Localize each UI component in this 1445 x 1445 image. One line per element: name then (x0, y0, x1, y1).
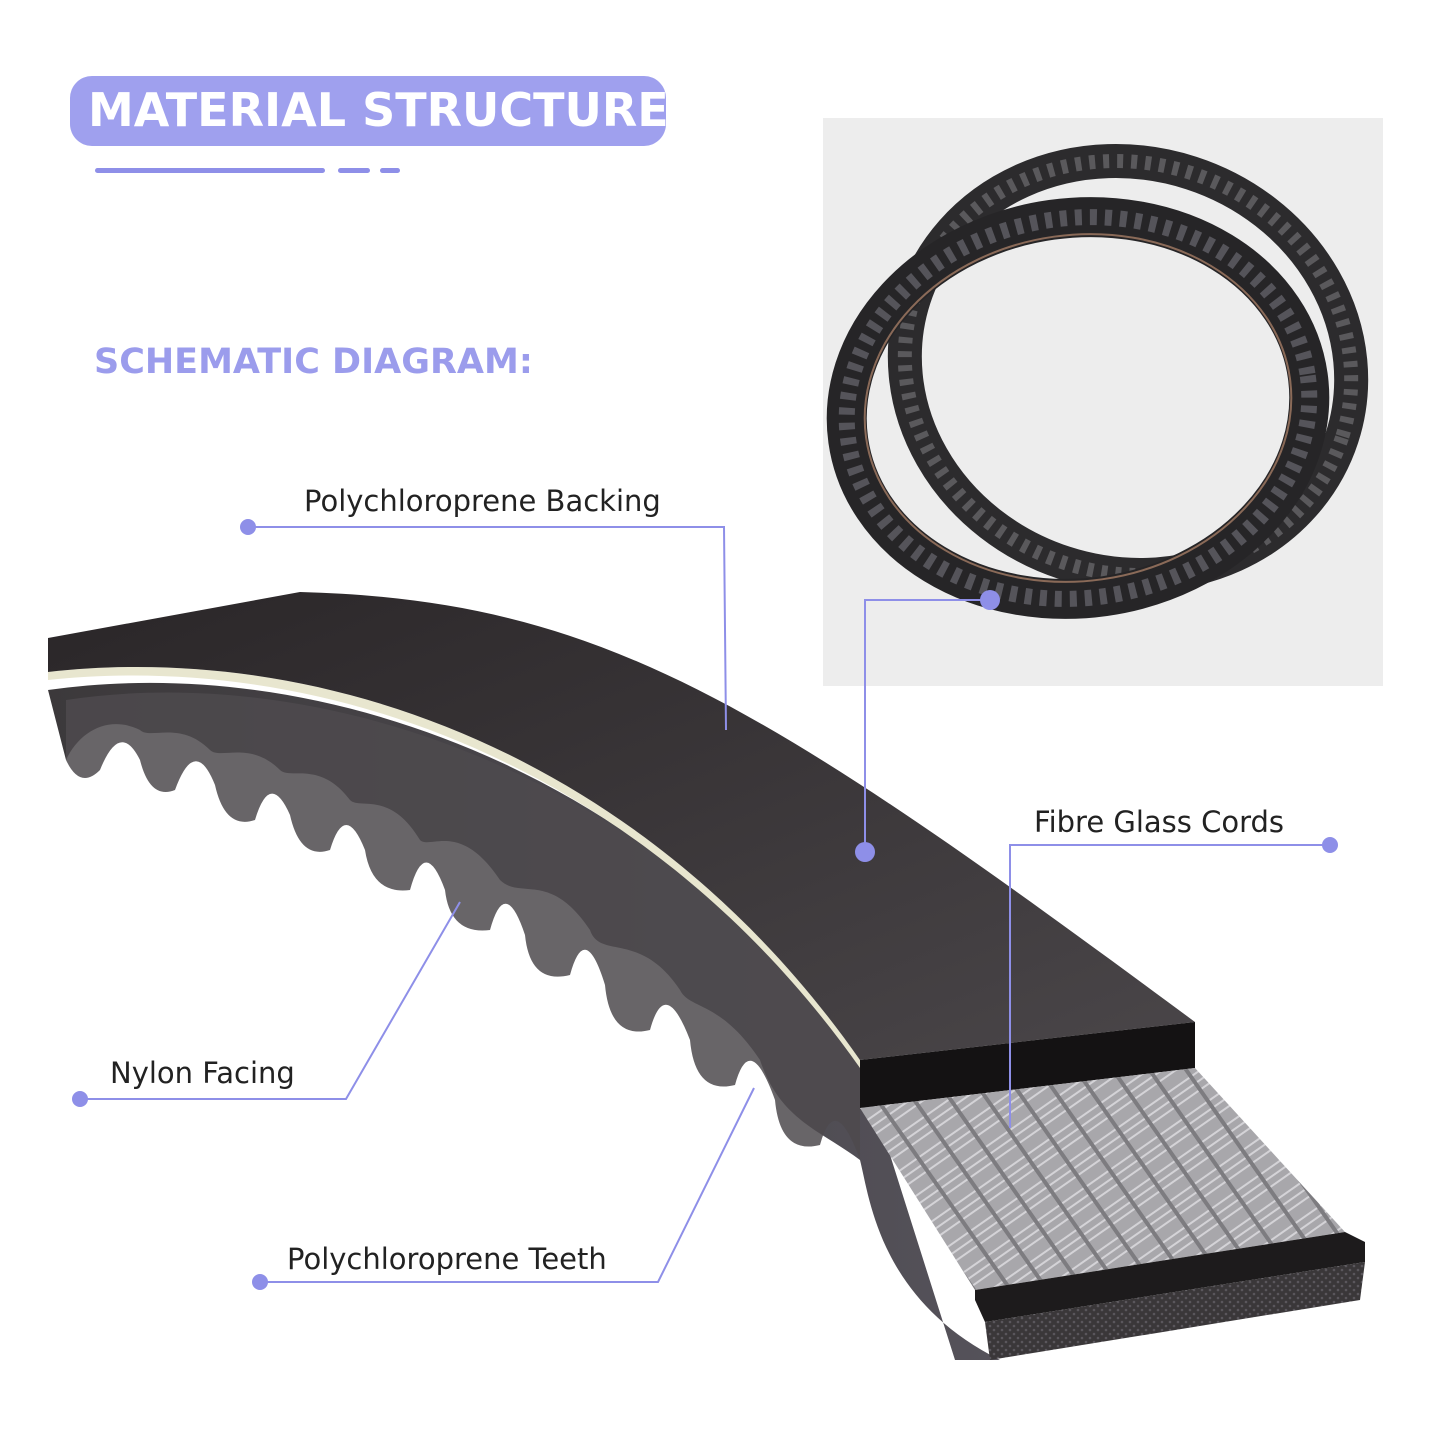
cords-leader-line (1009, 844, 1330, 1128)
label-polychloroprene-backing: Polychloroprene Backing (304, 484, 661, 518)
cords-marker-dot (1322, 837, 1338, 853)
label-polychloroprene-teeth: Polychloroprene Teeth (287, 1242, 607, 1276)
teeth-marker-dot (252, 1274, 268, 1290)
label-fibre-glass-cords: Fibre Glass Cords (1034, 805, 1285, 839)
photo-marker-dot (980, 590, 1000, 610)
facing-marker-dot (72, 1091, 88, 1107)
belt-teeth-edge (66, 692, 860, 1160)
page-title: MATERIAL STRUCTURE (88, 83, 669, 137)
title-underline-dash-2 (380, 168, 400, 173)
photo-leader-line (864, 599, 990, 852)
fibre-glass-cords-section (860, 1068, 1345, 1290)
photo-anchor-dot (855, 842, 875, 862)
section-subtitle: SCHEMATIC DIAGRAM: (94, 342, 533, 382)
title-underline-dash-1 (338, 168, 370, 173)
backing-leader-line (248, 526, 727, 731)
belt-backing-top (48, 592, 1195, 1060)
label-nylon-facing: Nylon Facing (110, 1056, 295, 1090)
title-underline-long (95, 168, 325, 173)
teeth-leader-line (260, 1087, 755, 1283)
belt-photo (826, 144, 1369, 619)
title-banner (70, 76, 666, 146)
belt-fabric-underside (985, 1262, 1365, 1360)
belt-base (975, 1232, 1365, 1322)
belt-backing-edge (860, 1022, 1195, 1108)
facing-leader-line (80, 901, 461, 1100)
belt-photo-panel (823, 118, 1383, 686)
backing-marker-dot (240, 519, 256, 535)
